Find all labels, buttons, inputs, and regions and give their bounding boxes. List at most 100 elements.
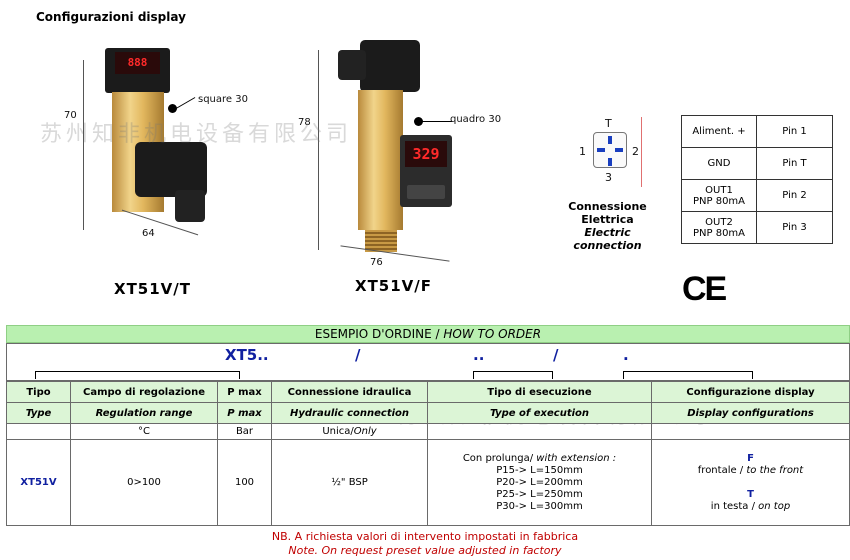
watermark-top: 苏州知非机电设备有限公司 xyxy=(40,122,353,147)
display-option-t-desc: in testa / on top xyxy=(654,501,847,513)
order-title-it: ESEMPIO D'ORDINE / xyxy=(314,327,440,341)
order-slash-2: / xyxy=(553,346,559,364)
model-name-f: XT51V/F xyxy=(355,277,433,295)
order-slash-1: / xyxy=(355,346,361,364)
col-display: Display configurations xyxy=(651,402,850,424)
col-pmax: P max xyxy=(217,381,272,403)
pin-t-contact xyxy=(608,136,612,144)
unit-type xyxy=(6,423,71,440)
connector-gland xyxy=(175,190,205,222)
pin-left-label: 1 xyxy=(579,145,586,158)
brass-body xyxy=(358,90,403,230)
device-t-drawing: 70 888 square 30 64 xyxy=(64,30,250,260)
cell-display: F frontale / to the front T in testa / o… xyxy=(651,439,850,526)
connection-diagram: T 1 2 3 xyxy=(575,115,655,190)
exec-intro-it: Con prolunga/ xyxy=(462,452,534,464)
callout-label: square 30 xyxy=(198,94,248,105)
col-exec: Type of execution xyxy=(427,402,652,424)
unit-pmax: Bar xyxy=(217,423,272,440)
note-it: NB. A richiesta valori di intervento imp… xyxy=(271,530,579,543)
unit-display xyxy=(651,423,850,440)
callout-leader xyxy=(175,97,196,109)
pin-3-contact xyxy=(608,158,612,166)
pin-signal-2: PNP 80mA xyxy=(692,227,746,239)
unit-connection-en: Only xyxy=(353,426,377,437)
dim-height-line xyxy=(83,60,84,230)
display-buttons xyxy=(407,185,445,199)
unit-connection: Unica/Only xyxy=(271,423,428,440)
display-option-t: T xyxy=(747,488,754,500)
pin-2-contact xyxy=(615,148,623,152)
header-row-it: Tipo Campo di regolazione P max Connessi… xyxy=(6,381,850,403)
ce-mark: CE xyxy=(682,270,727,308)
pin-signal-1: OUT1 xyxy=(705,184,733,196)
din-connector xyxy=(360,40,420,92)
col-connection: Connessione idraulica xyxy=(271,381,428,403)
pin-bottom-label: 3 xyxy=(605,171,612,184)
thread xyxy=(365,230,397,252)
din-connector xyxy=(135,142,207,197)
col-type: Tipo xyxy=(6,381,71,403)
pin-signal-2: PNP 80mA xyxy=(692,195,746,207)
dim-height-label: 70 xyxy=(64,110,77,121)
display-f-it: frontale / xyxy=(697,464,744,476)
display-option-f-desc: frontale / to the front xyxy=(654,465,847,477)
cell-pmax: 100 xyxy=(217,439,272,526)
order-dot: . xyxy=(623,346,629,364)
model-name-t: XT51V/T xyxy=(114,280,191,298)
pin-number: Pin T xyxy=(756,147,833,180)
dim-width-label: 76 xyxy=(370,257,383,268)
bracket-type xyxy=(35,371,240,379)
exec-line: P25-> L=250mm xyxy=(496,488,583,500)
pin-signal: Aliment. + xyxy=(681,115,757,148)
pin-right-label: 2 xyxy=(632,145,639,158)
spacer xyxy=(654,477,847,489)
dim-width-label: 64 xyxy=(142,228,155,239)
order-header: ESEMPIO D'ORDINE / HOW TO ORDER xyxy=(6,325,850,343)
callout-leader xyxy=(422,121,452,122)
unit-connection-it: Unica/ xyxy=(322,426,354,437)
connector-gland xyxy=(338,50,366,80)
unit-exec xyxy=(427,423,652,440)
order-code: XT5.. xyxy=(225,346,269,364)
order-title-en: HOW TO ORDER xyxy=(443,327,542,341)
display-screen: 329 xyxy=(405,141,447,167)
exec-line: P15-> L=150mm xyxy=(496,464,583,476)
bracket-display xyxy=(623,371,753,379)
exec-intro: Con prolunga/ with extension : xyxy=(430,453,649,465)
display-screen: 888 xyxy=(115,52,160,74)
connection-label-it-2: Elettrica xyxy=(581,213,634,226)
callout-dot xyxy=(414,117,423,126)
device-f-drawing: 78 329 quadro 30 76 xyxy=(298,35,510,275)
header-row-en: Type Regulation range P max Hydraulic co… xyxy=(6,402,850,424)
col-exec: Tipo di esecuzione xyxy=(427,381,652,403)
order-dots: .. xyxy=(473,346,485,364)
display-f-en: to the front xyxy=(746,464,804,476)
display-t-it: in testa / xyxy=(710,500,755,512)
col-connection: Hydraulic connection xyxy=(271,402,428,424)
dim-height-label: 78 xyxy=(298,117,311,128)
cell-range: 0>100 xyxy=(70,439,218,526)
order-table: Tipo Campo di regolazione P max Connessi… xyxy=(6,381,850,526)
connector-edge-line xyxy=(641,117,642,187)
pin-number: Pin 3 xyxy=(756,211,833,244)
col-range: Campo di regolazione xyxy=(70,381,218,403)
dim-height-line xyxy=(318,50,319,250)
note-en: Note. On request preset value adjusted i… xyxy=(288,544,562,557)
pin-row: GND Pin T xyxy=(681,147,833,180)
display-t-en: on top xyxy=(758,500,791,512)
col-range: Regulation range xyxy=(70,402,218,424)
pin-number: Pin 1 xyxy=(756,115,833,148)
pin-signal-1: OUT2 xyxy=(705,216,733,228)
col-pmax: P max xyxy=(217,402,272,424)
connection-label-it-1: Connessione xyxy=(568,200,647,213)
col-display: Configurazione display xyxy=(651,381,850,403)
page-title: Configurazioni display xyxy=(36,10,186,24)
pin-signal: GND xyxy=(681,147,757,180)
pin-top-label: T xyxy=(605,117,612,130)
exec-intro-en: with extension : xyxy=(536,452,617,464)
